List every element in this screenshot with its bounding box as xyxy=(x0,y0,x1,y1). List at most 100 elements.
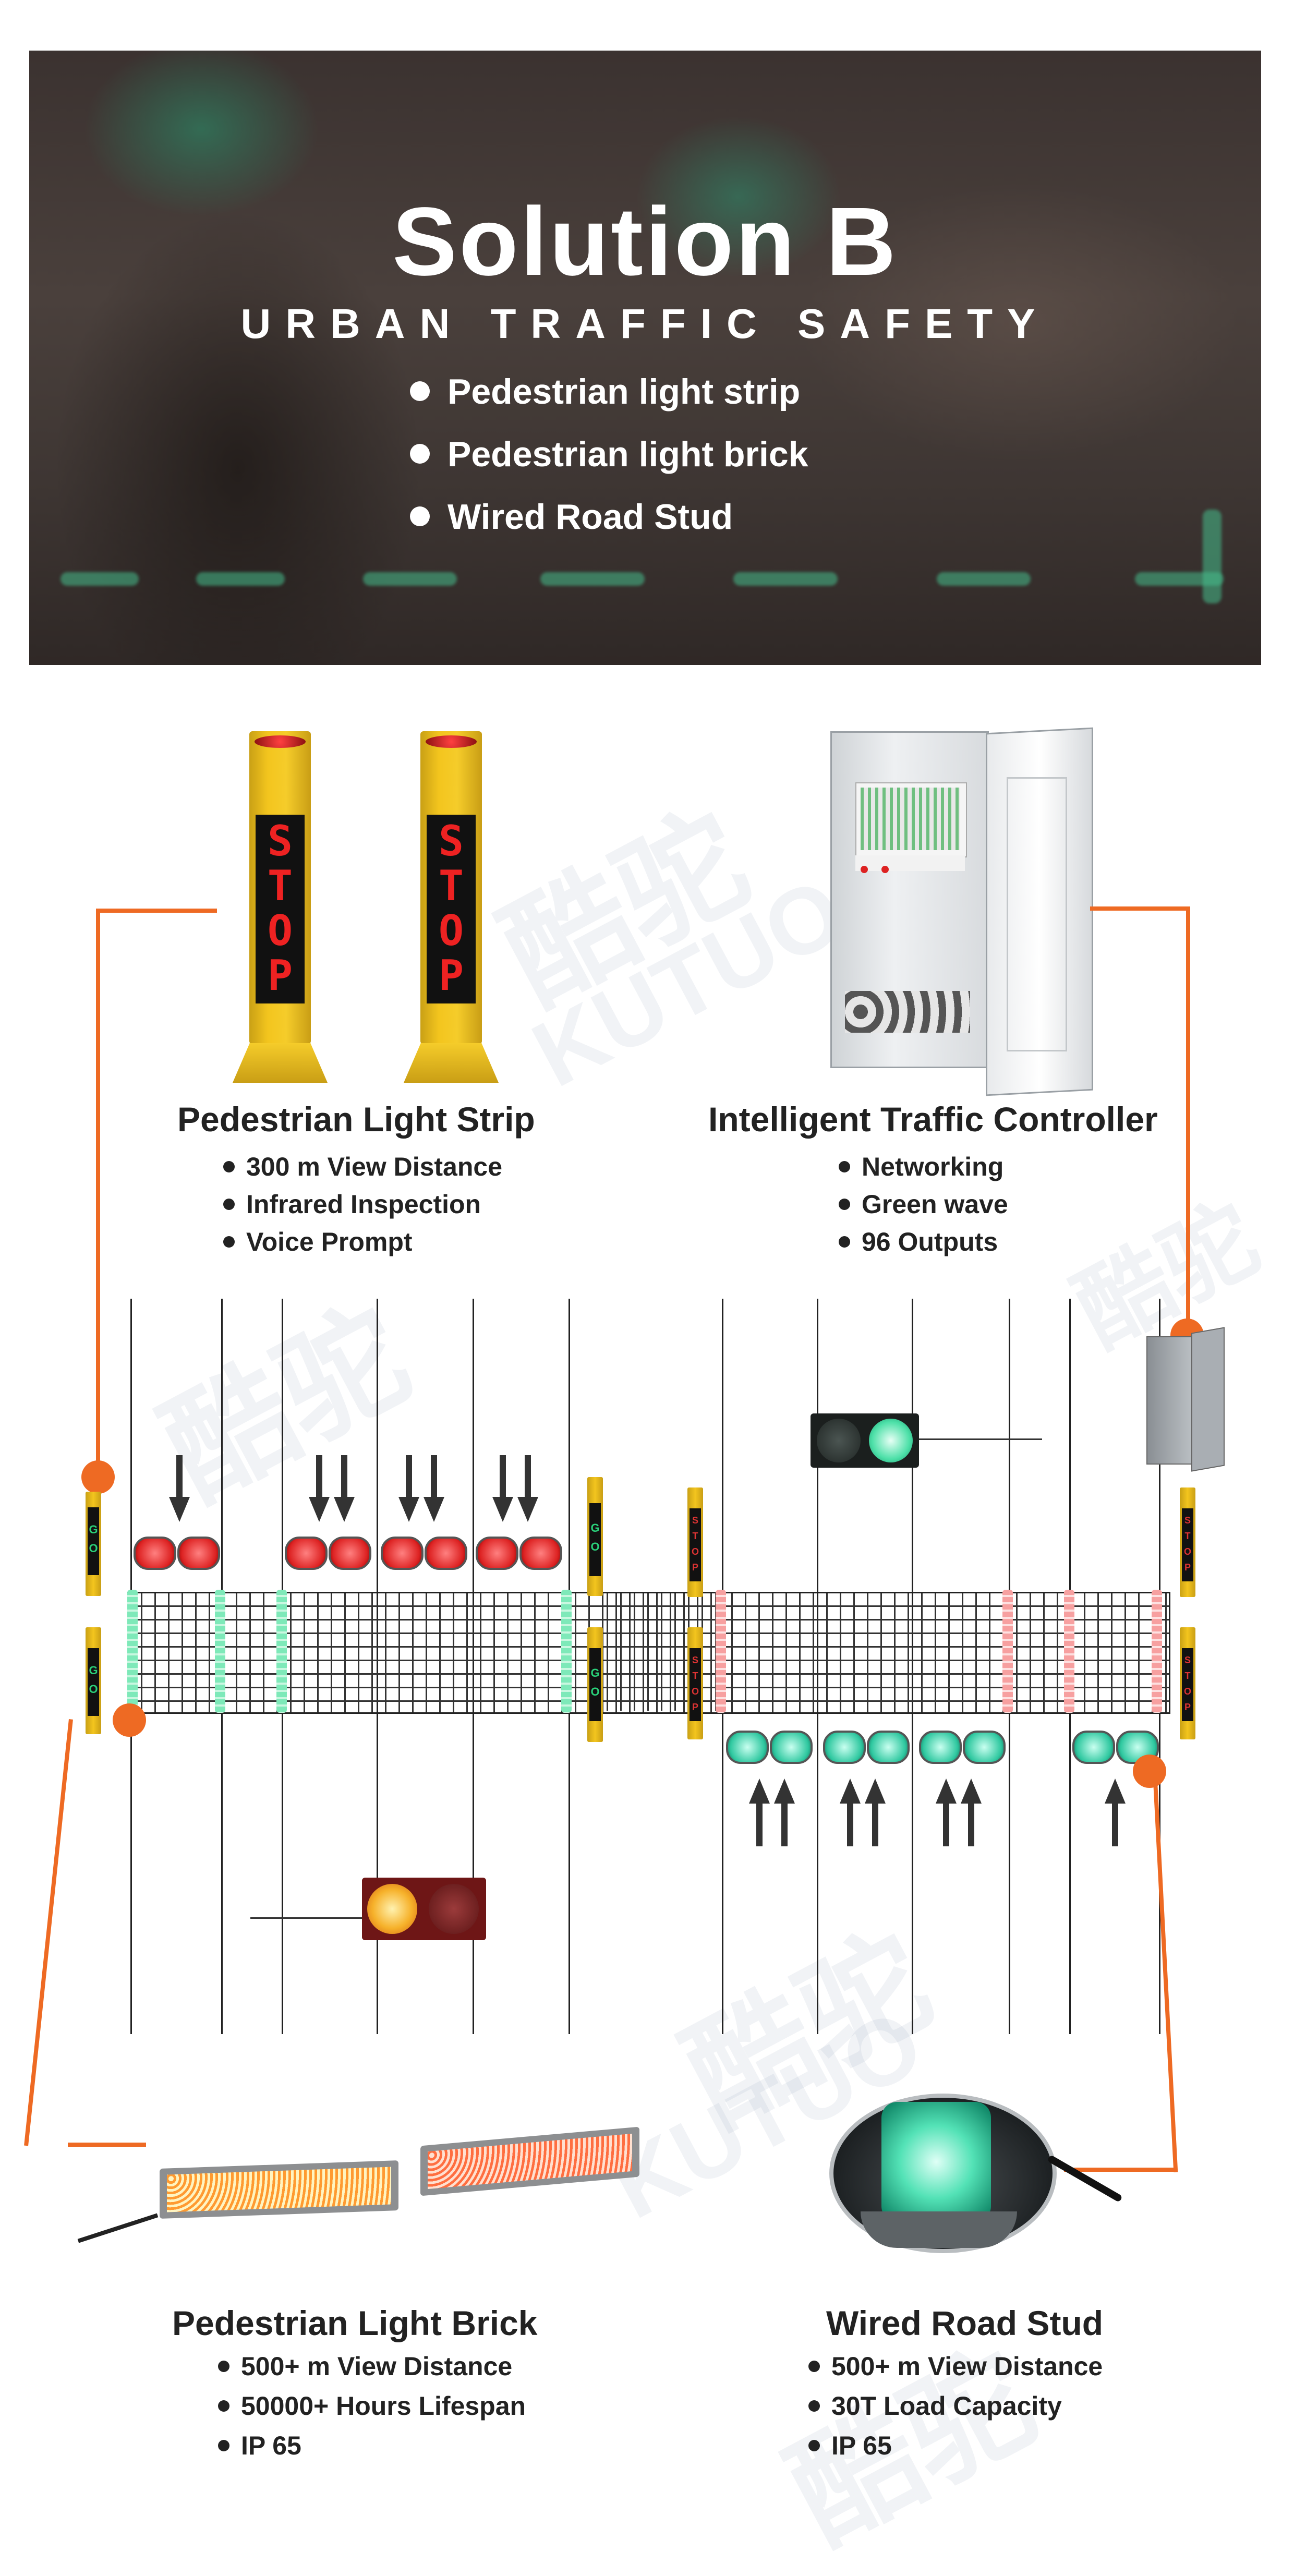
road-stud-red-icon xyxy=(177,1537,220,1570)
bullet-dot-icon xyxy=(218,2360,229,2372)
connector-line xyxy=(1064,2168,1176,2172)
pedestrian-pole: GO xyxy=(587,1627,603,1742)
light-brick xyxy=(420,2126,639,2196)
feature-item: 50000+ Hours Lifespan xyxy=(218,2391,526,2421)
road-stud-green-icon xyxy=(919,1731,962,1764)
pedestrian-pole: STOP xyxy=(687,1487,703,1597)
lane-line xyxy=(1009,1299,1010,2034)
feature-item: Green wave xyxy=(839,1189,1008,1219)
bollard-screen xyxy=(427,815,476,1003)
bullet-dot-icon xyxy=(410,444,430,464)
light-brick-leds xyxy=(428,2133,632,2190)
connector-dot-icon xyxy=(81,1460,115,1494)
signal-off-lamp-icon xyxy=(817,1419,861,1462)
light-strip-title: Pedestrian Light Strip xyxy=(177,1100,535,1139)
road-stud-red-icon xyxy=(425,1537,467,1570)
connector-line xyxy=(68,2143,146,2147)
hero-bullet: Pedestrian light strip xyxy=(410,371,800,412)
bullet-dot-icon xyxy=(218,2439,229,2451)
road-stud-base xyxy=(861,2211,1017,2248)
cabinet-door-panel xyxy=(1007,777,1067,1051)
light-brick-leds xyxy=(167,2167,391,2212)
arrow-up-icon xyxy=(961,1779,982,1846)
road-stud-green-icon xyxy=(823,1731,866,1764)
feature-item: IP 65 xyxy=(808,2430,892,2461)
light-brick-green xyxy=(127,1590,138,1713)
bollard-screen xyxy=(256,815,305,1003)
lane-line xyxy=(722,1299,723,2034)
road-stud-green-icon xyxy=(770,1731,813,1764)
lane-line xyxy=(1069,1299,1071,2034)
arrow-down-icon xyxy=(517,1455,538,1522)
connector-dot-icon xyxy=(1133,1755,1166,1788)
traffic-signal-red xyxy=(362,1878,486,1940)
light-brick-red xyxy=(1152,1590,1162,1713)
feature-item: 300 m View Distance xyxy=(223,1152,502,1182)
bullet-dot-icon xyxy=(410,381,430,402)
cable xyxy=(77,2213,159,2243)
road-stud-red-icon xyxy=(134,1537,176,1570)
feature-item: 96 Outputs xyxy=(839,1227,998,1257)
hero-bullet: Pedestrian light brick xyxy=(410,434,808,475)
connector-dot-icon xyxy=(1170,1319,1204,1352)
hero-bullet: Wired Road Stud xyxy=(410,497,733,537)
pedestrian-pole: STOP xyxy=(1180,1627,1195,1739)
controller-cabinet-small xyxy=(1146,1336,1192,1465)
road-stud-red-icon xyxy=(285,1537,328,1570)
bullet-dot-icon xyxy=(839,1236,850,1248)
feature-item: 30T Load Capacity xyxy=(808,2391,1062,2421)
light-brick-green xyxy=(561,1590,572,1713)
bollard-screen-text: STOP xyxy=(438,817,464,1000)
light-brick-red xyxy=(1002,1590,1013,1713)
bullet-dot-icon xyxy=(808,2439,820,2451)
bollard-screen-text: STOP xyxy=(267,817,293,1000)
light-brick-red xyxy=(1064,1590,1074,1713)
bullet-dot-icon xyxy=(410,506,430,527)
cabinet-ports xyxy=(845,991,970,1033)
bullet-dot-icon xyxy=(218,2400,229,2412)
feature-item: Voice Prompt xyxy=(223,1227,413,1257)
arrow-up-icon xyxy=(774,1779,795,1846)
bullet-dot-icon xyxy=(808,2360,820,2372)
feature-item: 500+ m View Distance xyxy=(218,2351,512,2381)
arrow-up-icon xyxy=(749,1779,770,1846)
road-stud-red-icon xyxy=(476,1537,518,1570)
connector-line xyxy=(96,909,100,1480)
pedestrian-pole: STOP xyxy=(1180,1487,1195,1597)
light-brick xyxy=(160,2160,398,2219)
road-stud-green-icon xyxy=(1072,1731,1115,1764)
bullet-dot-icon xyxy=(839,1160,850,1172)
pedestrian-pole: GO xyxy=(587,1477,603,1596)
connector-dot-icon xyxy=(113,1703,146,1737)
signal-amber-lamp-icon xyxy=(367,1884,417,1934)
arrow-up-icon xyxy=(936,1779,957,1846)
arrow-up-icon xyxy=(865,1779,886,1846)
road-stud-title: Wired Road Stud xyxy=(826,2304,1104,2342)
light-brick-red xyxy=(716,1590,726,1713)
bullet-dot-icon xyxy=(808,2400,820,2412)
pedestrian-pole: GO xyxy=(86,1627,101,1734)
switch-icon xyxy=(861,866,868,873)
road-stud-red-icon xyxy=(381,1537,424,1570)
hero-title: Solution B xyxy=(392,188,898,296)
signal-off-lamp-icon xyxy=(429,1884,479,1934)
road-stud-green-icon xyxy=(867,1731,910,1764)
bullet-dot-icon xyxy=(223,1198,235,1210)
cable xyxy=(1047,2154,1123,2203)
light-brick-green xyxy=(215,1590,225,1713)
arrow-down-icon xyxy=(398,1455,419,1522)
bollard-light-icon xyxy=(426,735,477,748)
cabinet-modules xyxy=(861,788,960,850)
signal-green-lamp-icon xyxy=(869,1419,913,1462)
feature-item: 500+ m View Distance xyxy=(808,2351,1103,2381)
road-stud-green-icon xyxy=(963,1731,1006,1764)
crosswalk-grid xyxy=(718,1592,1170,1714)
bollard-base xyxy=(233,1043,328,1083)
bullet-dot-icon xyxy=(223,1236,235,1248)
arrow-down-icon xyxy=(424,1455,444,1522)
connector-line xyxy=(96,909,217,913)
hero-subtitle: URBAN TRAFFIC SAFETY xyxy=(240,300,1050,347)
bollard-light-icon xyxy=(255,735,306,748)
road-stud-leds xyxy=(881,2102,991,2222)
traffic-signal-green xyxy=(811,1413,919,1468)
